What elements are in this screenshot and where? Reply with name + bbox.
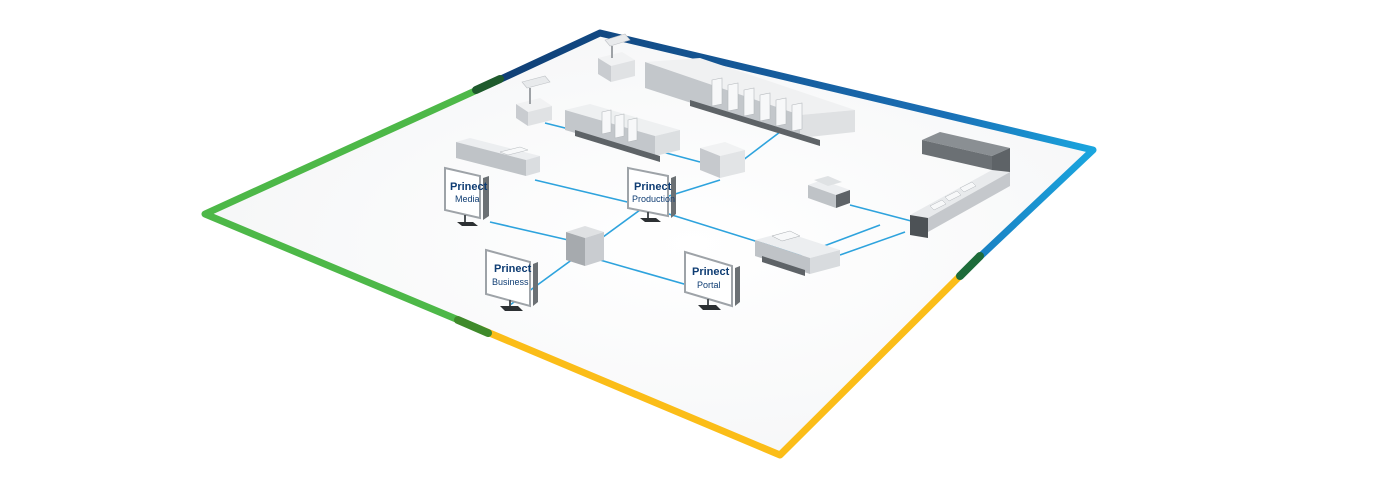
stitcher-device	[808, 176, 850, 208]
network-link	[839, 231, 906, 256]
monitor-title: Prinect	[450, 181, 488, 193]
prepress-device-left	[516, 75, 552, 126]
folding-unit	[700, 142, 745, 178]
monitor-title: Prinect	[692, 266, 730, 278]
frame-join-yellow-green	[454, 316, 492, 337]
frame-border	[201, 29, 1097, 459]
cutter-line	[755, 230, 840, 276]
frame-green-edge	[201, 81, 492, 333]
frame-navy-edge	[484, 29, 1097, 270]
monitor-subtitle: Business	[492, 277, 529, 287]
prepress-device-top	[598, 33, 635, 82]
monitor-title: Prinect	[494, 263, 532, 275]
floor-plane	[205, 33, 1093, 455]
monitor-title: Prinect	[634, 181, 672, 193]
monitor-subtitle: Production	[632, 194, 675, 204]
server-unit	[566, 226, 604, 266]
monitor-subtitle: Media	[455, 194, 480, 204]
large-press-machine	[645, 58, 855, 146]
monitor-prinect-production[interactable]: Prinect Production	[627, 166, 676, 222]
network-link	[534, 179, 641, 206]
monitor-subtitle: Portal	[697, 280, 721, 290]
network-link	[849, 204, 916, 223]
monitor-prinect-portal[interactable]: Prinect Portal	[684, 250, 740, 310]
medium-press-machine	[565, 104, 680, 162]
frame-yellow-edge	[476, 262, 974, 459]
monitor-prinect-business[interactable]: Prinect Business	[485, 248, 538, 311]
frame-join-green-navy	[472, 75, 504, 94]
frame-join-cyan-yellow	[956, 252, 984, 280]
binding-line	[910, 132, 1010, 238]
monitor-prinect-media[interactable]: Prinect Media	[444, 166, 489, 226]
platesetter-device	[456, 138, 540, 176]
